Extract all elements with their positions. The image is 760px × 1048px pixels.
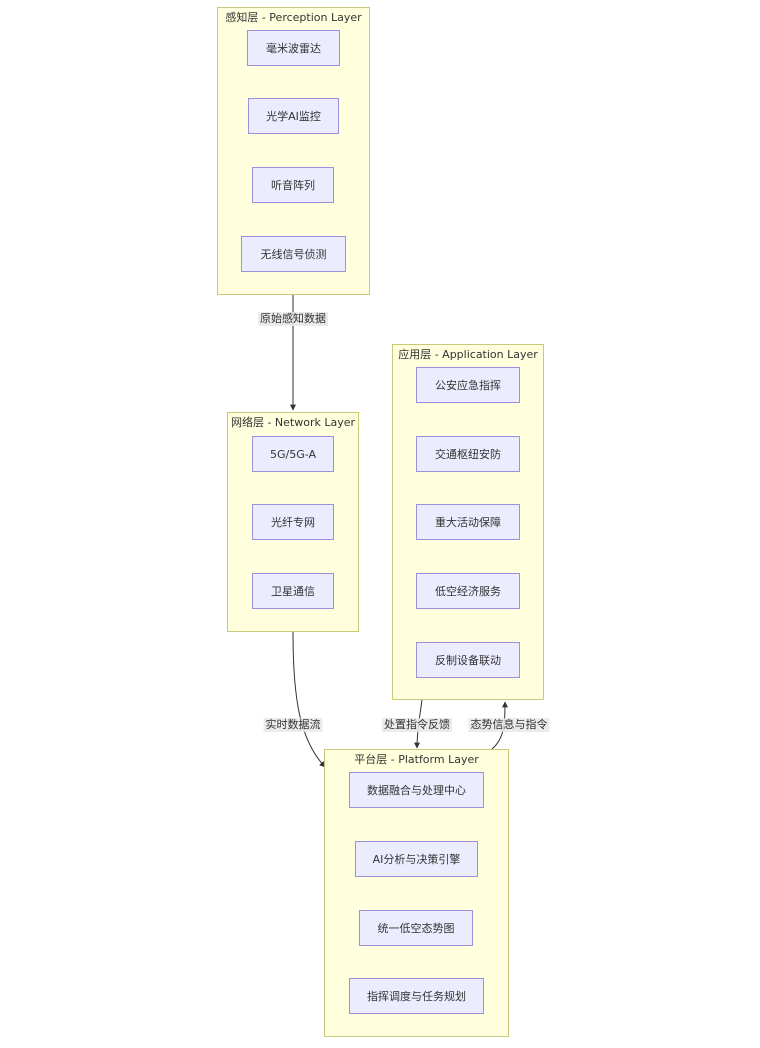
node-transport-hub-security[interactable]: 交通枢纽安防 <box>416 436 520 472</box>
cluster-title: 网络层 - Network Layer <box>230 416 356 429</box>
node-mmwave-radar[interactable]: 毫米波雷达 <box>247 30 340 66</box>
cluster-title: 平台层 - Platform Layer <box>354 753 479 766</box>
cluster-title: 应用层 - Application Layer <box>398 348 538 361</box>
node-5g[interactable]: 5G/5G-A <box>252 436 334 472</box>
edge-label-situation-info: 态势信息与指令 <box>468 718 550 732</box>
node-data-fusion-center[interactable]: 数据融合与处理中心 <box>349 772 484 808</box>
node-ai-decision-engine[interactable]: AI分析与决策引擎 <box>355 841 478 877</box>
edge-label-response-feedback: 处置指令反馈 <box>382 718 452 732</box>
node-countermeasure-linkage[interactable]: 反制设备联动 <box>416 642 520 678</box>
edge-network-to-platform <box>292 631 326 768</box>
node-acoustic-array[interactable]: 听音阵列 <box>252 167 334 203</box>
edge-label-raw-data: 原始感知数据 <box>258 312 328 326</box>
edge-label-realtime-stream: 实时数据流 <box>263 718 323 732</box>
node-unified-airspace-map[interactable]: 统一低空态势图 <box>359 910 473 946</box>
node-low-altitude-service[interactable]: 低空经济服务 <box>416 573 520 609</box>
cluster-title: 感知层 - Perception Layer <box>225 11 362 24</box>
node-optical-ai-monitor[interactable]: 光学AI监控 <box>248 98 339 134</box>
node-satellite[interactable]: 卫星通信 <box>252 573 334 609</box>
node-fiber-network[interactable]: 光纤专网 <box>252 504 334 540</box>
node-command-dispatch[interactable]: 指挥调度与任务规划 <box>349 978 484 1014</box>
node-major-event-support[interactable]: 重大活动保障 <box>416 504 520 540</box>
node-wireless-detection[interactable]: 无线信号侦测 <box>241 236 346 272</box>
node-police-emergency[interactable]: 公安应急指挥 <box>416 367 520 403</box>
